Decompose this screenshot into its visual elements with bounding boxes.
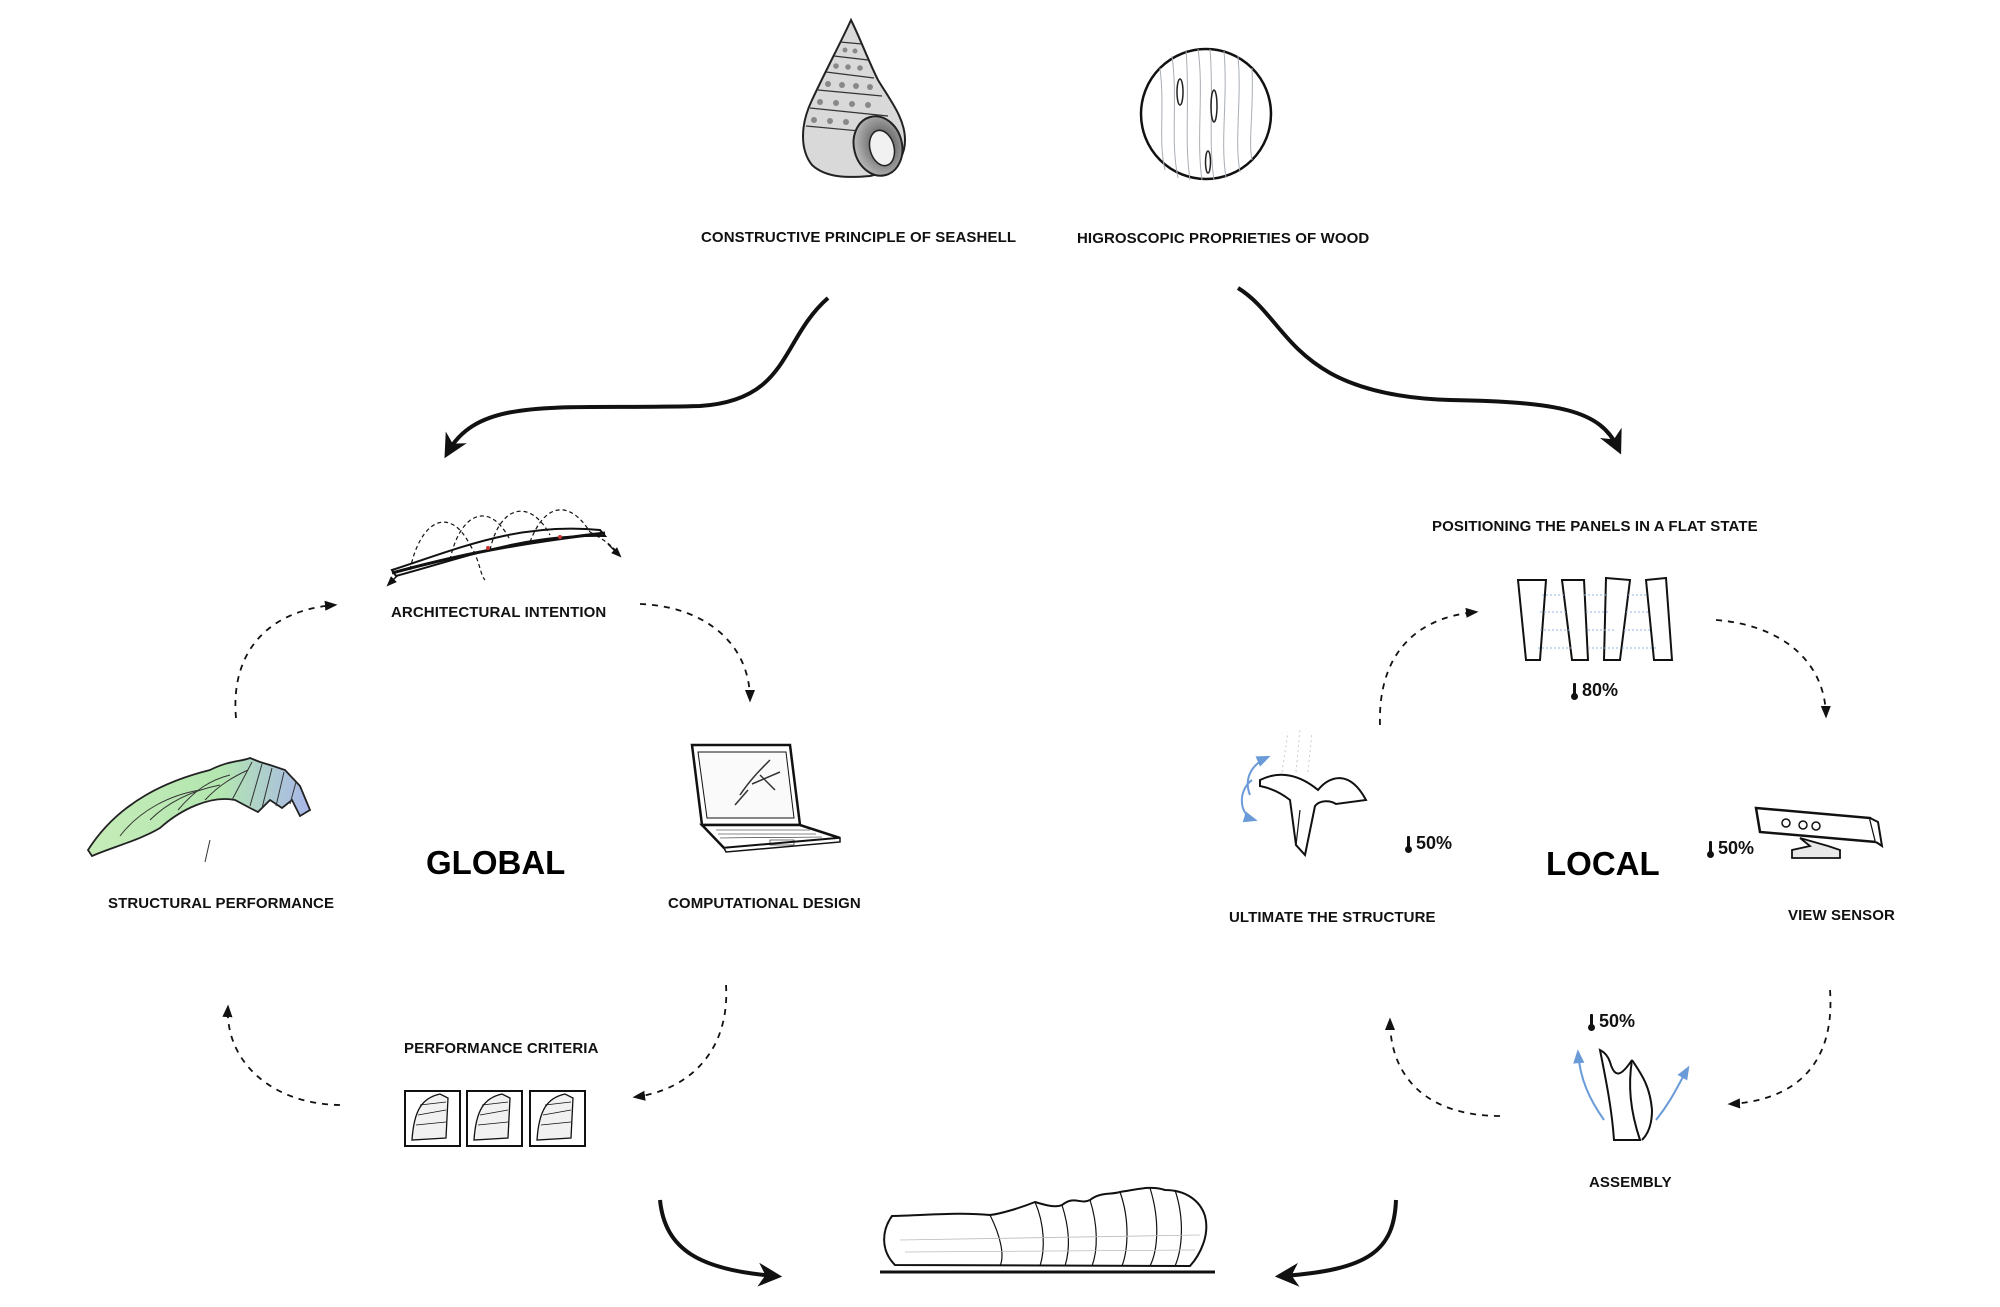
global-title: GLOBAL xyxy=(426,844,566,881)
arrow-seashell-to-global xyxy=(444,296,830,459)
thermometer-icon xyxy=(1571,683,1578,700)
dashed-arrow-assembly-to-ultimate xyxy=(1384,1017,1501,1117)
wood-grain-icon xyxy=(1139,47,1273,181)
wood-label: HIGROSCOPIC PROPRIETIES OF WOOD xyxy=(1077,230,1370,247)
computational-design-label: COMPUTATIONAL DESIGN xyxy=(668,895,861,912)
ultimate-structure-label: ULTIMATE THE STRUCTURE xyxy=(1229,909,1436,926)
dashed-arrow-ultimate-to-positioning xyxy=(1379,607,1479,726)
seashell-label: CONSTRUCTIVE PRINCIPLE OF SEASHELL xyxy=(701,229,1017,246)
structural-performance-label: STRUCTURAL PERFORMANCE xyxy=(108,895,335,912)
ultimate-structure-icon xyxy=(1240,729,1368,858)
dashed-arrow-computational-to-criteria xyxy=(632,984,728,1101)
dashed-arrow-criteria-to-structural xyxy=(222,1004,341,1106)
arrow-wood-to-local xyxy=(1236,286,1622,455)
view-sensor-label: VIEW SENSOR xyxy=(1788,907,1895,924)
performance-criteria-icons xyxy=(404,1090,586,1147)
dashed-arrow-sensor-to-assembly xyxy=(1727,989,1832,1109)
architectural-intention-icon xyxy=(386,509,622,587)
flat-panels-icon xyxy=(1516,576,1674,661)
criteria-box-3 xyxy=(529,1090,586,1147)
kinect-sensor-icon xyxy=(1754,806,1884,859)
dashed-arrow-structural-to-intention xyxy=(234,600,338,719)
laptop-icon xyxy=(690,743,841,853)
local-title: LOCAL xyxy=(1546,845,1660,882)
dashed-arrow-positioning-to-sensor xyxy=(1715,619,1831,719)
performance-criteria-label: PERFORMANCE CRITERIA xyxy=(404,1040,599,1057)
thermometer-icon xyxy=(1588,1014,1595,1031)
seashell-icon xyxy=(802,17,907,178)
dashed-arrow-intention-to-computational xyxy=(639,603,756,703)
ultimate-humidity: 50% xyxy=(1405,833,1452,854)
assembly-humidity: 50% xyxy=(1588,1011,1635,1032)
view-sensor-humidity: 50% xyxy=(1707,838,1754,859)
assembly-icon xyxy=(1573,1048,1690,1141)
architectural-intention-label: ARCHITECTURAL INTENTION xyxy=(391,604,607,621)
assembly-label: ASSEMBLY xyxy=(1589,1174,1672,1191)
thermometer-icon xyxy=(1405,836,1412,853)
criteria-box-2 xyxy=(466,1090,523,1147)
arrow-local-to-result xyxy=(1274,1199,1398,1287)
criteria-box-1 xyxy=(404,1090,461,1147)
positioning-label: POSITIONING THE PANELS IN A FLAT STATE xyxy=(1432,518,1758,535)
thermometer-icon xyxy=(1707,841,1714,858)
structural-shell-icon xyxy=(86,757,312,863)
positioning-humidity: 80% xyxy=(1571,680,1618,701)
arrow-global-to-result xyxy=(658,1199,783,1287)
final-structure-icon xyxy=(880,1186,1215,1274)
